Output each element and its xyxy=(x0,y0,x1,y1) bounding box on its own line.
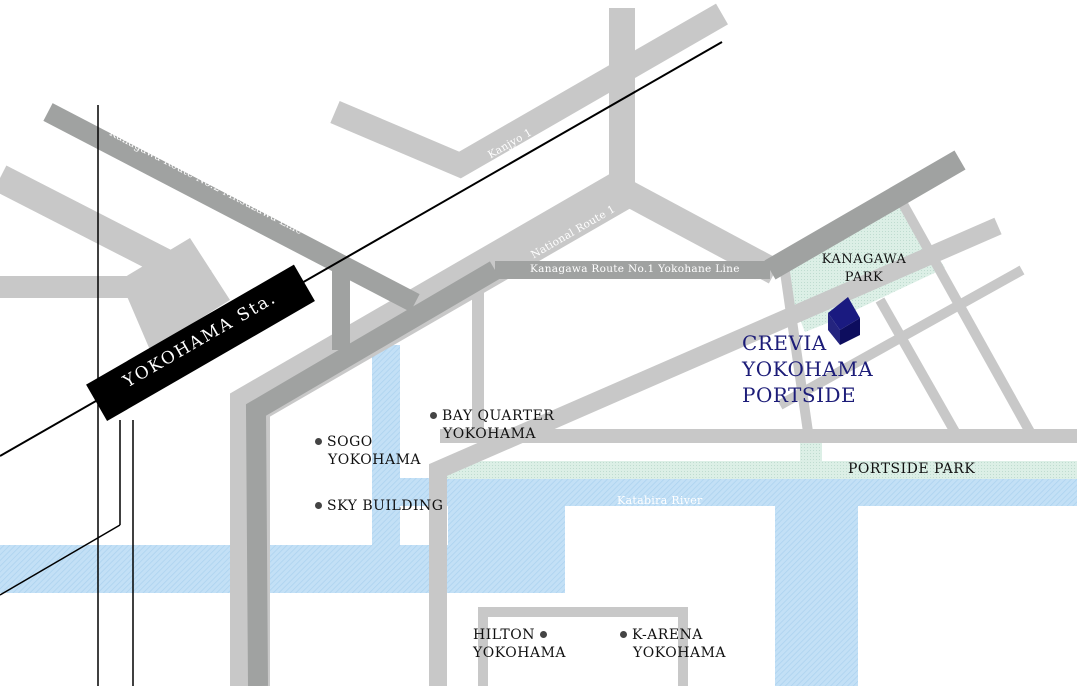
river-label: Katabira River xyxy=(617,494,703,507)
kanagawa-park-label: KANAGAWA PARK xyxy=(813,251,915,287)
landmark-bay-quarter[interactable]: BAY QUARTER YOKOHAMA xyxy=(430,407,554,443)
landmark-hilton-line2: YOKOHAMA xyxy=(473,645,567,661)
landmark-dot-icon xyxy=(315,502,322,509)
portside-park-label: PORTSIDE PARK xyxy=(848,461,976,477)
property-line1: CREVIA xyxy=(742,331,827,355)
property-line2: YOKOHAMA xyxy=(742,357,874,381)
landmark-bay-quarter-line2: YOKOHAMA xyxy=(443,426,537,442)
landmark-dot-icon xyxy=(315,438,322,445)
kanagawa-park-line2: PARK xyxy=(844,270,884,285)
landmark-bay-quarter-line1: BAY QUARTER xyxy=(442,408,555,424)
landmark-dot-icon xyxy=(430,412,437,419)
yokohama-station-marker[interactable] xyxy=(86,264,315,422)
roads-dark xyxy=(43,103,966,686)
landmark-dot-icon xyxy=(620,631,627,638)
kanagawa-park-line1: KANAGAWA xyxy=(821,252,907,267)
landmark-hilton-line1: HILTON xyxy=(473,627,535,643)
landmark-sogo-line2: YOKOHAMA xyxy=(328,452,422,468)
property-line3: PORTSIDE xyxy=(742,383,857,407)
landmark-k-arena[interactable]: K-ARENA YOKOHAMA xyxy=(620,626,726,662)
landmark-sogo[interactable]: SOGO YOKOHAMA xyxy=(315,433,421,469)
landmark-hilton[interactable]: HILTON YOKOHAMA xyxy=(473,626,566,662)
landmark-dot-icon xyxy=(539,631,547,638)
katabira-river xyxy=(0,345,1077,686)
landmark-sky-building[interactable]: SKY BUILDING xyxy=(315,497,443,515)
property-building-icon[interactable] xyxy=(828,297,860,345)
road-label-yokohane: Kanagawa Route No.1 Yokohane Line xyxy=(530,263,740,275)
property-label[interactable]: CREVIA YOKOHAMA PORTSIDE xyxy=(742,330,873,408)
landmark-sogo-line1: SOGO xyxy=(327,434,373,450)
landmark-k-arena-line1: K-ARENA xyxy=(632,627,703,643)
landmark-k-arena-line2: YOKOHAMA xyxy=(633,645,727,661)
landmark-sky-building-text: SKY BUILDING xyxy=(327,498,444,514)
